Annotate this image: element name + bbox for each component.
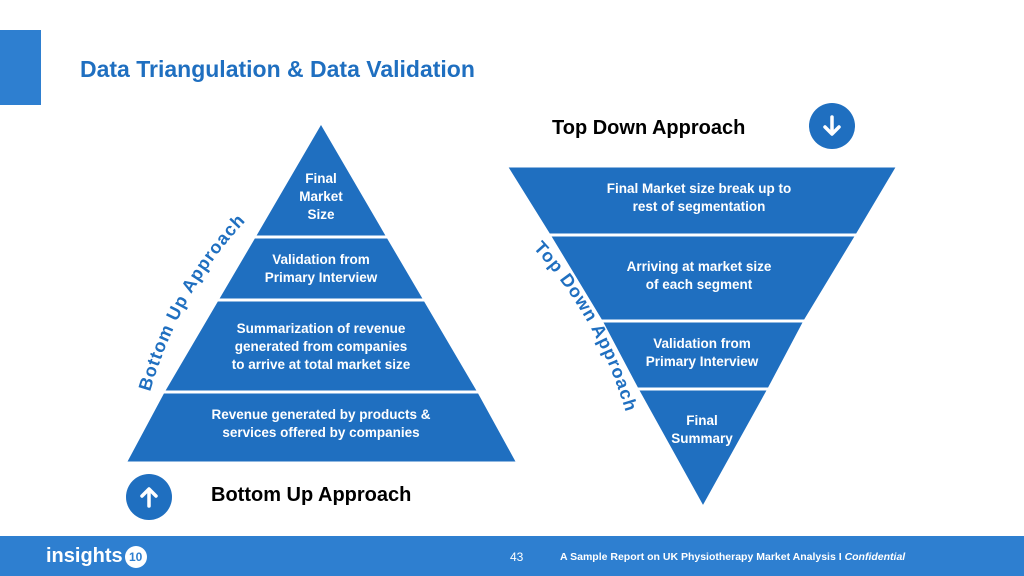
arrow-up-icon bbox=[140, 487, 158, 508]
bottom-up-heading: Bottom Up Approach bbox=[211, 484, 412, 506]
page-number: 43 bbox=[510, 550, 524, 564]
bottom-up-level-4-label: Revenue generated by products & services… bbox=[211, 407, 431, 440]
top-down-arrow bbox=[809, 103, 855, 149]
confidential-label: Confidential bbox=[844, 551, 906, 563]
bottom-up-level-2-label: Validation from Primary Interview bbox=[264, 252, 378, 285]
pyramid-level-4 bbox=[122, 390, 521, 465]
top-down-pyramid bbox=[503, 164, 901, 512]
arrow-down-icon bbox=[823, 115, 841, 136]
insights10-logo: insights 10 bbox=[46, 545, 147, 568]
title-accent-bar bbox=[0, 30, 41, 105]
report-title: A Sample Report on UK Physiotherapy Mark… bbox=[560, 551, 842, 563]
inverted-level-4 bbox=[634, 387, 772, 512]
bottom-up-level-3-label: Summarization of revenue generated from … bbox=[231, 321, 411, 372]
top-down-heading: Top Down Approach bbox=[552, 117, 746, 139]
bottom-up-pyramid bbox=[122, 119, 521, 465]
bottom-up-level-1-label: Final Market Size bbox=[299, 171, 343, 222]
logo-text: insights bbox=[46, 545, 123, 567]
footer-bar: insights 10 43 A Sample Report on UK Phy… bbox=[0, 536, 1024, 576]
top-down-level-3-label: Validation from Primary Interview bbox=[645, 336, 759, 369]
footer-report-text: A Sample Report on UK Physiotherapy Mark… bbox=[560, 551, 905, 563]
top-down-level-2-label: Arriving at market size of each segment bbox=[626, 259, 772, 292]
top-down-level-1-label: Final Market size break up to rest of se… bbox=[606, 181, 792, 214]
top-down-level-4-label: Final Summary bbox=[671, 413, 733, 446]
page-title: Data Triangulation & Data Validation bbox=[80, 56, 475, 82]
logo-number: 10 bbox=[124, 545, 147, 568]
bottom-up-arrow bbox=[126, 474, 172, 520]
